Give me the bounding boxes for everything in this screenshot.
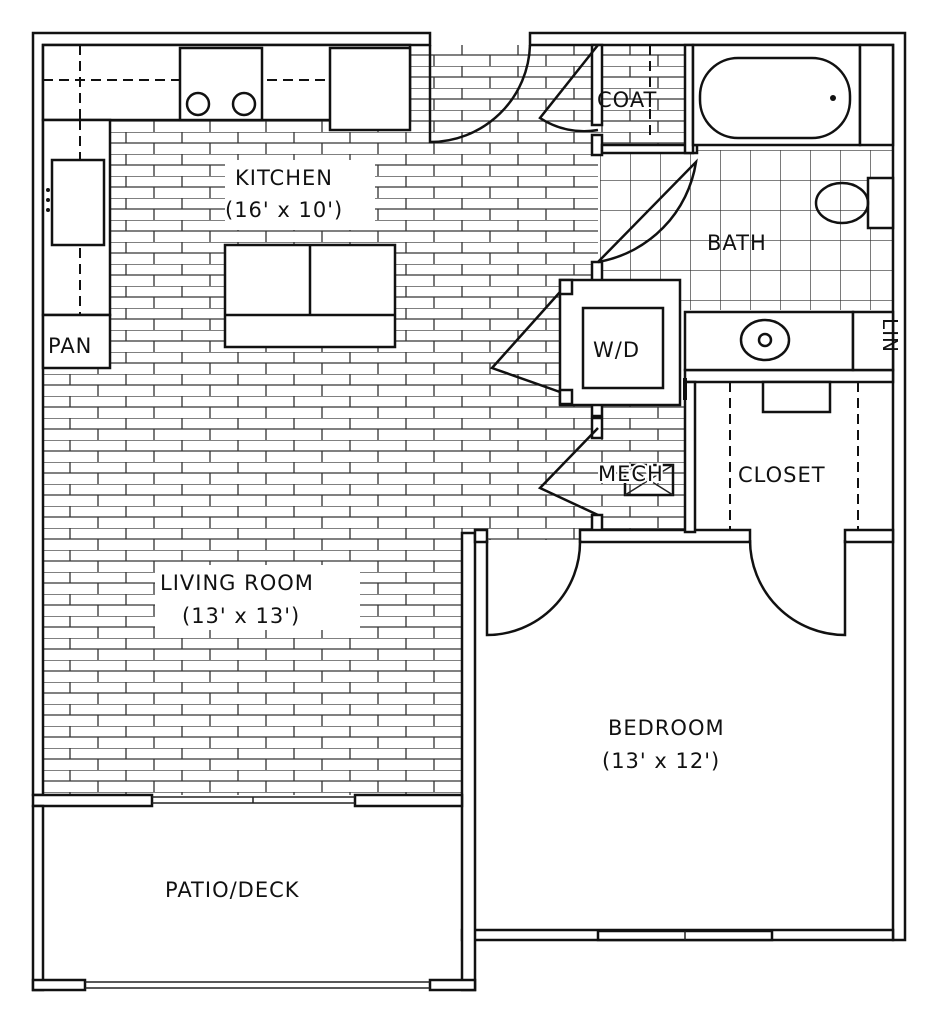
patio-label: PATIO/DECK <box>165 878 300 902</box>
washer-dryer-closet <box>489 278 682 407</box>
kitchen-label-group: KITCHEN (16' x 10') <box>225 160 375 230</box>
kitchen-counters <box>41 43 412 317</box>
bath-door-swing <box>597 158 698 264</box>
washer-dryer-label: W/D <box>593 338 640 362</box>
entry-door-swing <box>428 44 532 144</box>
bedroom-window <box>596 929 774 942</box>
kitchen-label: KITCHEN <box>235 166 333 190</box>
living-label-group: LIVING ROOM (13' x 13') <box>155 565 360 630</box>
bedroom-size: (13' x 12') <box>602 749 720 773</box>
mech-unit <box>623 463 675 497</box>
coat-label: COAT <box>597 88 657 112</box>
pantry-label: PAN <box>48 334 92 358</box>
closet-shelf <box>729 382 859 530</box>
closet-door-swing <box>748 539 847 637</box>
linen-label: LIN <box>878 318 902 353</box>
closet-label: CLOSET <box>738 463 826 487</box>
kitchen-island <box>223 243 397 349</box>
mech-label: MECH <box>598 462 664 486</box>
bedroom-label: BEDROOM <box>608 716 725 740</box>
patio-railing <box>85 981 430 989</box>
sliding-door <box>152 796 355 804</box>
bath-label: BATH <box>707 231 767 255</box>
vanity <box>683 310 895 372</box>
pantry <box>41 313 112 370</box>
bedroom-door-swing <box>485 539 582 637</box>
bathtub <box>691 43 895 147</box>
toilet <box>814 176 895 230</box>
living-room-size: (13' x 13') <box>182 604 300 628</box>
living-room-label: LIVING ROOM <box>160 571 314 595</box>
mech-door-swing <box>537 427 599 517</box>
interior-walls <box>473 43 895 544</box>
coat-door-swing <box>538 44 599 133</box>
kitchen-size: (16' x 10') <box>225 198 343 222</box>
